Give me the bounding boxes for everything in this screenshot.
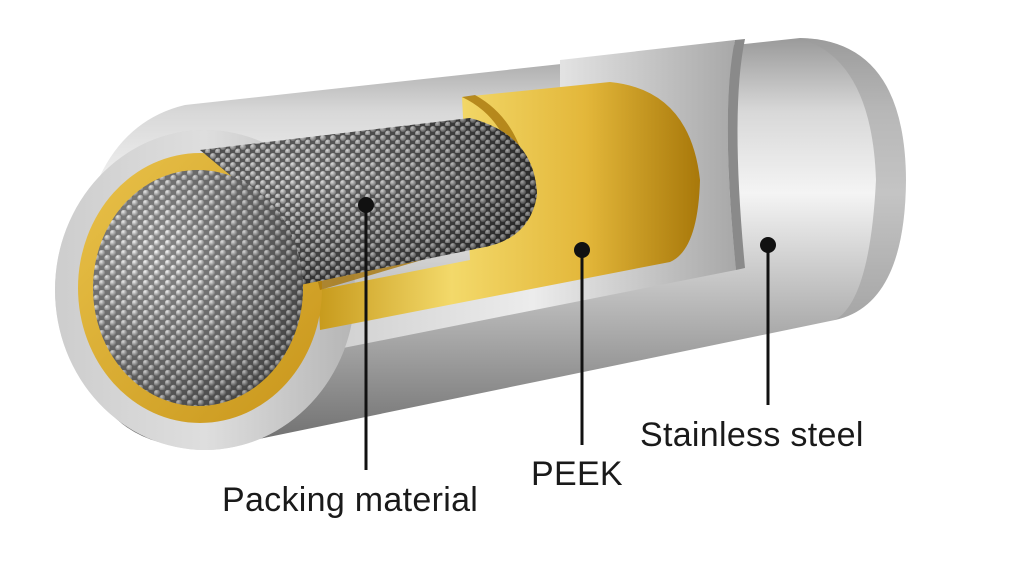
label-packing-material: Packing material xyxy=(222,481,479,519)
packing-material xyxy=(93,118,537,406)
label-stainless-steel: Stainless steel xyxy=(640,416,864,454)
callout-packing xyxy=(358,197,374,470)
callout-peek xyxy=(574,242,590,445)
callout-steel xyxy=(760,237,776,405)
label-peek: PEEK xyxy=(531,455,623,493)
